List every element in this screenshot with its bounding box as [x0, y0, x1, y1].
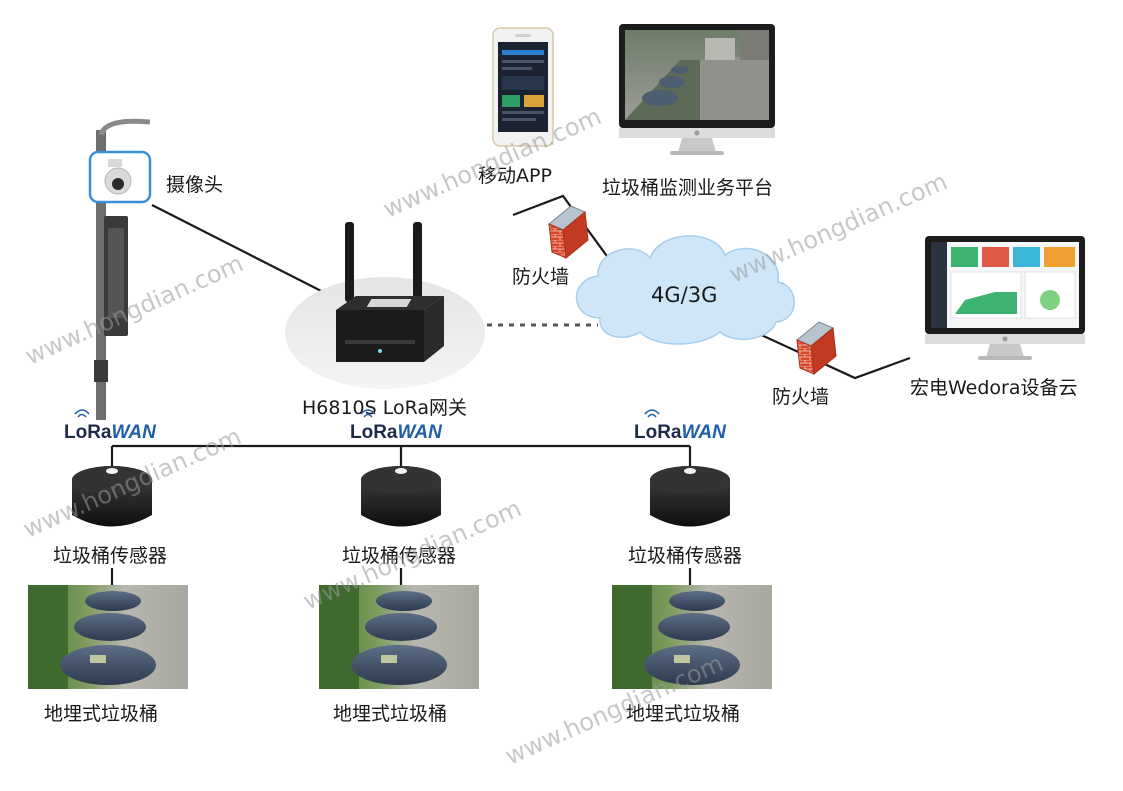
device-cloud-monitor-icon [925, 236, 1085, 360]
underground-bin-photo-1 [28, 585, 188, 689]
trash-sensor-3 [650, 466, 730, 527]
gateway-label: H6810S LoRa网关 [302, 397, 467, 419]
watermark-3: www.hongdian.com [21, 249, 247, 370]
monitoring-platform-label: 垃圾桶监测业务平台 [602, 177, 773, 199]
sensor-label-1: 垃圾桶传感器 [53, 545, 167, 567]
trash-sensor-1 [72, 466, 152, 527]
bin-label-2: 地埋式垃圾桶 [333, 703, 447, 725]
lorawan-logo-3: LoRaWAN [634, 409, 727, 443]
mobile-app-label: 移动APP [478, 165, 552, 187]
lorawan-logo-1: LoRaWAN [64, 409, 157, 443]
street-pole [94, 118, 151, 420]
sensor-label-2: 垃圾桶传感器 [342, 545, 456, 567]
firewall-label-top: 防火墙 [512, 266, 569, 288]
lorawan-logo-2: LoRaWAN [350, 409, 443, 443]
cloud-icon [575, 235, 795, 345]
underground-bin-photo-2 [319, 585, 479, 689]
monitoring-monitor-icon [619, 24, 775, 155]
cloud-network-label: 4G/3G [651, 283, 717, 307]
mobile-phone-icon [492, 27, 554, 147]
svg-text:LoRaWAN: LoRaWAN [634, 422, 727, 443]
bin-label-1: 地埋式垃圾桶 [44, 703, 158, 725]
firewall-icon-right [796, 321, 837, 375]
sensor-label-3: 垃圾桶传感器 [628, 545, 742, 567]
underground-bin-photo-3 [612, 585, 772, 689]
lora-gateway-device [285, 222, 485, 389]
trash-sensor-2 [361, 466, 441, 527]
firewall-icon-top [548, 205, 589, 259]
bin-label-3: 地埋式垃圾桶 [626, 703, 740, 725]
camera-icon [88, 150, 152, 204]
connection-lines [110, 194, 911, 585]
device-cloud-label: 宏电Wedora设备云 [910, 377, 1078, 399]
camera-gateway-link [151, 204, 336, 299]
firewall-label-right: 防火墙 [772, 386, 829, 408]
app-firewall-cloud-link [512, 194, 613, 264]
camera-label: 摄像头 [166, 174, 223, 196]
svg-text:LoRaWAN: LoRaWAN [64, 422, 157, 443]
svg-text:LoRaWAN: LoRaWAN [350, 422, 443, 443]
cloud-firewall-devicecloud-link [756, 332, 911, 380]
